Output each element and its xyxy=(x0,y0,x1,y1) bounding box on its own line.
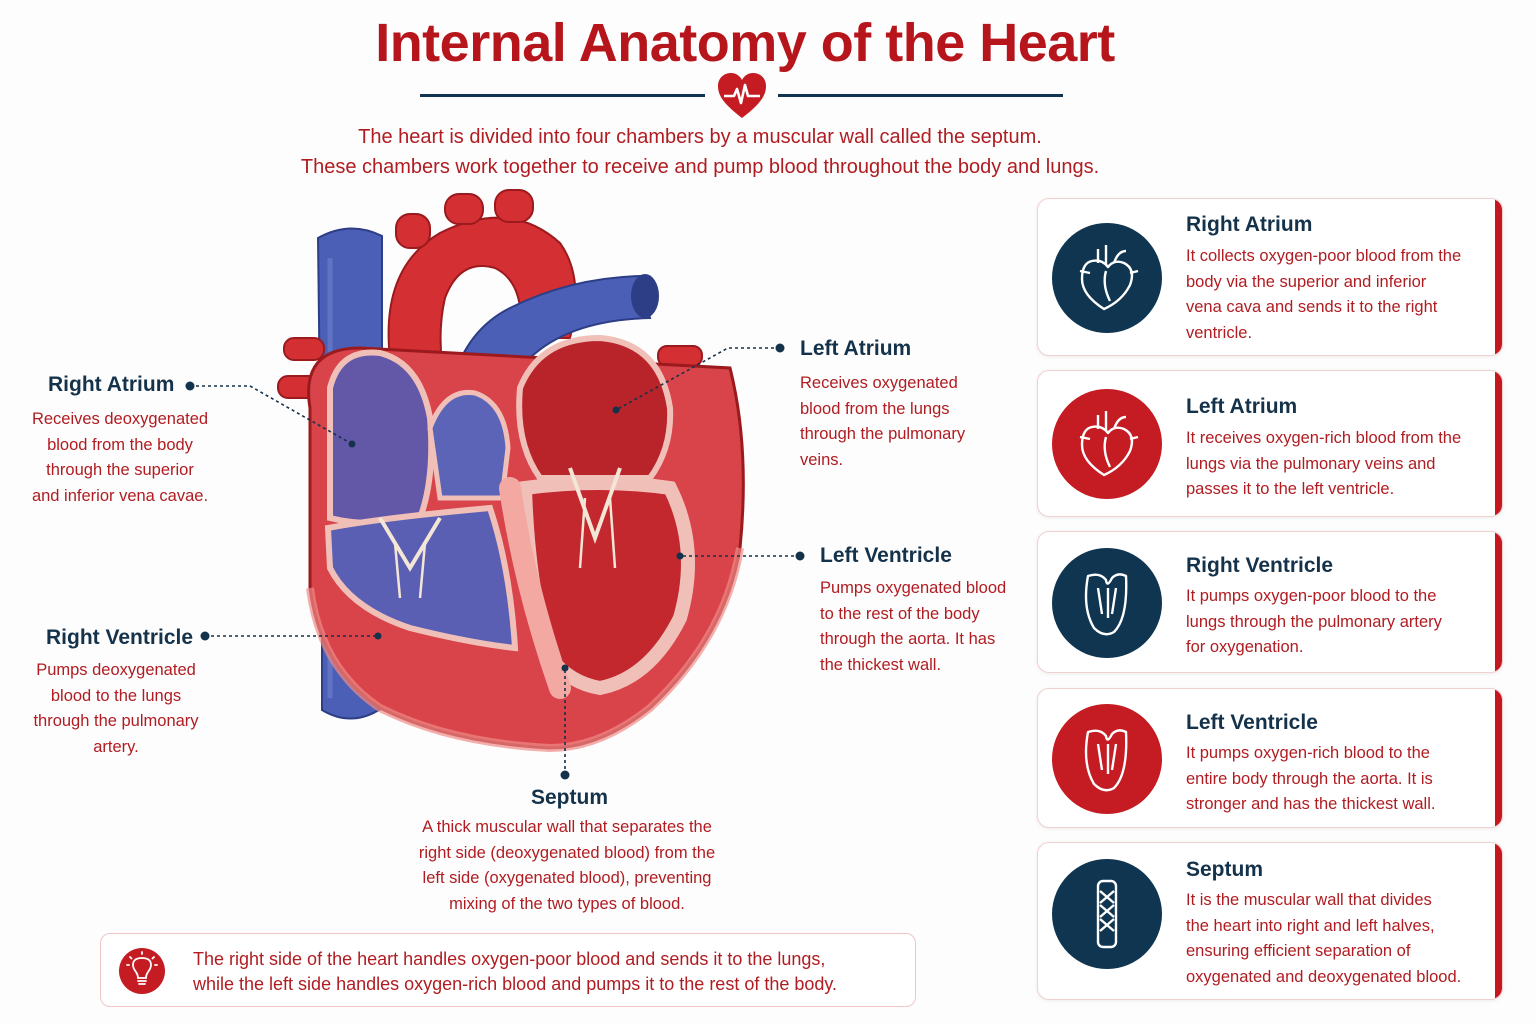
desc-line: right side (deoxygenated blood) from the xyxy=(418,843,716,862)
desc-line: the thickest wall. xyxy=(820,655,942,674)
card-desc: It receives oxygen-rich blood from the l… xyxy=(1186,426,1491,503)
card-septum: Septum It is the muscular wall that divi… xyxy=(1037,842,1503,1000)
heart-cross-section-illustration xyxy=(277,189,745,753)
desc-line: veins. xyxy=(800,450,844,469)
desc-line: Pumps deoxygenated xyxy=(36,661,196,679)
desc-line: blood from the lungs xyxy=(800,399,950,418)
card-line: stronger and has the thickest wall. xyxy=(1186,795,1436,813)
card-left-atrium: Left Atrium It receives oxygen-rich bloo… xyxy=(1037,370,1503,517)
card-line: oxygenated and deoxygenated blood. xyxy=(1186,967,1462,986)
ventricle-icon xyxy=(1052,704,1162,814)
card-line: It is the muscular wall that divides xyxy=(1186,891,1432,909)
desc-line: blood from the body xyxy=(47,435,193,454)
septum-wall-icon xyxy=(1052,859,1162,969)
card-desc: It is the muscular wall that divides the… xyxy=(1186,888,1491,990)
label-right-atrium: Right Atrium xyxy=(48,373,175,396)
label-left-ventricle: Left Ventricle xyxy=(820,544,952,567)
card-line: passes it to the left ventricle. xyxy=(1186,480,1395,498)
card-line: It receives oxygen-rich blood from the xyxy=(1186,429,1462,447)
card-line: lungs through the pulmonary artery xyxy=(1186,612,1442,631)
desc-line: through the superior xyxy=(46,461,194,479)
summary-line-2: while the left side handles oxygen-rich … xyxy=(193,974,838,994)
card-line: the heart into right and left halves, xyxy=(1186,916,1435,935)
card-line: lungs via the pulmonary veins and xyxy=(1186,454,1436,473)
desc-line: Receives oxygenated xyxy=(800,374,958,392)
desc-line: artery. xyxy=(93,737,139,756)
summary-text: The right side of the heart handles oxyg… xyxy=(193,947,905,997)
desc-line: through the aorta. It has xyxy=(820,630,996,648)
desc-line: blood to the lungs xyxy=(50,686,182,705)
page-title: Internal Anatomy of the Heart xyxy=(375,13,1115,73)
left-atrium-chamber xyxy=(516,334,674,481)
heartbeat-heart-icon xyxy=(718,73,766,118)
card-desc: It collects oxygen-poor blood from the b… xyxy=(1186,244,1491,346)
desc-line: through the pulmonary xyxy=(800,425,966,443)
intro-line-1: The heart is divided into four chambers … xyxy=(358,126,1042,148)
desc-line: and inferior vena cavae. xyxy=(31,486,209,505)
desc-line: Receives deoxygenated xyxy=(31,410,209,428)
card-line: entire body through the aorta. It is xyxy=(1186,769,1433,788)
summary-note: The right side of the heart handles oxyg… xyxy=(100,933,916,1007)
card-line: ensuring efficient separation of xyxy=(1186,942,1411,960)
right-atrium-chamber xyxy=(327,349,435,526)
card-line: It pumps oxygen-rich blood to the xyxy=(1186,744,1430,762)
card-line: It pumps oxygen-poor blood to the xyxy=(1186,587,1437,605)
card-right-ventricle: Right Ventricle It pumps oxygen-poor blo… xyxy=(1037,531,1503,673)
desc-left-atrium: Receives oxygenated blood from the lungs… xyxy=(800,371,1000,473)
ventricle-icon xyxy=(1052,548,1162,658)
label-right-ventricle: Right Ventricle xyxy=(46,626,194,649)
heart-outline-icon xyxy=(1052,223,1162,333)
card-line: for oxygenation. xyxy=(1186,638,1304,656)
desc-septum: A thick muscular wall that separates the… xyxy=(392,815,742,917)
desc-line: Pumps oxygenated blood xyxy=(820,579,1007,597)
intro-line-2: These chambers work together to receive … xyxy=(300,156,1100,178)
card-title: Left Atrium xyxy=(1186,395,1298,418)
label-left-atrium: Left Atrium xyxy=(800,337,912,360)
septum-wall xyxy=(499,477,571,699)
card-title: Left Ventricle xyxy=(1186,711,1318,734)
card-line: body via the superior and inferior xyxy=(1186,272,1427,291)
desc-line: A thick muscular wall that separates the xyxy=(422,818,712,836)
heart-outline-icon xyxy=(1052,389,1162,499)
desc-line: to the rest of the body xyxy=(820,604,980,623)
desc-line: left side (oxygenated blood), preventing xyxy=(422,869,712,887)
desc-left-ventricle: Pumps oxygenated blood to the rest of th… xyxy=(820,576,1030,678)
desc-right-ventricle: Pumps deoxygenated blood to the lungs th… xyxy=(16,658,216,760)
card-line: It collects oxygen-poor blood from the xyxy=(1186,247,1462,265)
desc-line: through the pulmonary xyxy=(33,712,199,730)
card-title: Right Atrium xyxy=(1186,213,1313,236)
lightbulb-icon xyxy=(119,948,165,994)
label-septum: Septum xyxy=(531,786,609,809)
card-desc: It pumps oxygen-rich blood to the entire… xyxy=(1186,741,1491,818)
card-right-atrium: Right Atrium It collects oxygen-poor blo… xyxy=(1037,198,1503,356)
card-line: vena cava and sends it to the right xyxy=(1186,298,1438,316)
summary-line-1: The right side of the heart handles oxyg… xyxy=(193,949,826,969)
desc-right-atrium: Receives deoxygenated blood from the bod… xyxy=(20,407,220,509)
title-divider-left xyxy=(420,94,705,97)
intro-text: The heart is divided into four chambers … xyxy=(250,122,1150,182)
card-left-ventricle: Left Ventricle It pumps oxygen-rich bloo… xyxy=(1037,688,1503,828)
desc-line: mixing of the two types of blood. xyxy=(449,894,685,913)
card-title: Septum xyxy=(1186,858,1264,881)
card-line: ventricle. xyxy=(1186,323,1253,342)
card-title: Right Ventricle xyxy=(1186,554,1334,577)
title-divider-right xyxy=(778,94,1063,97)
card-desc: It pumps oxygen-poor blood to the lungs … xyxy=(1186,584,1491,661)
